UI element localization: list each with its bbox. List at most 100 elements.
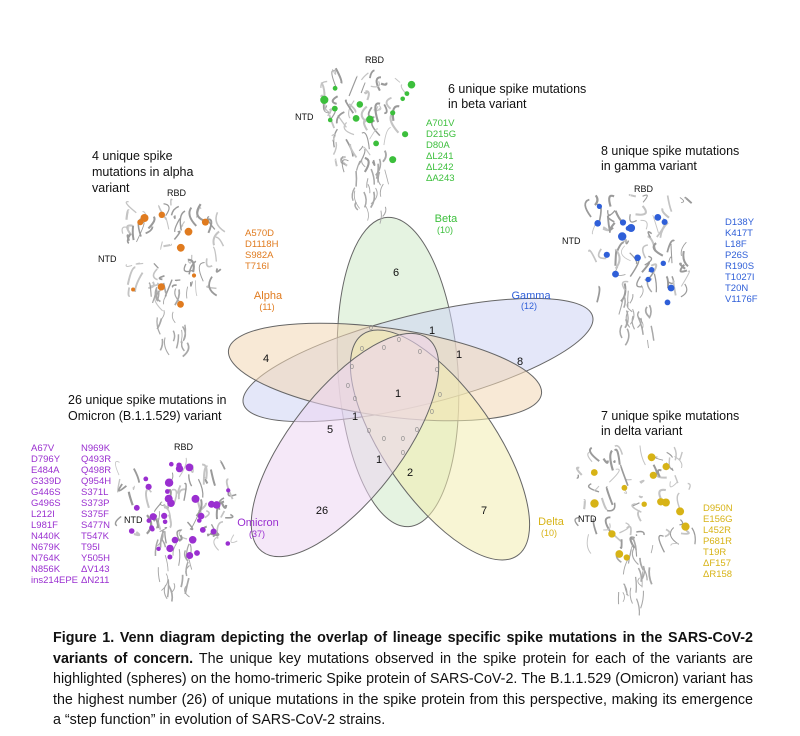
protein-ribbon <box>691 527 696 545</box>
mutation-sphere <box>625 225 631 231</box>
protein-ribbon <box>121 226 130 234</box>
protein-ribbon <box>187 258 195 273</box>
protein-ribbon <box>661 207 670 219</box>
protein-ribbon <box>117 483 127 492</box>
protein-ribbon <box>367 184 371 194</box>
mutation-sphere <box>199 527 206 533</box>
mutation-sphere <box>331 105 338 112</box>
protein-ribbon <box>583 498 586 510</box>
mutation-sphere <box>390 110 396 116</box>
mutation: A701V <box>426 118 455 129</box>
protein-ribbon <box>355 160 361 171</box>
protein-ribbon <box>679 262 686 270</box>
mutation: N969K <box>81 443 111 454</box>
protein-ribbon <box>183 550 189 562</box>
zero-count: 0 <box>382 436 386 443</box>
rbd-label-beta: RBD <box>365 55 385 65</box>
mutation-sphere <box>171 536 179 544</box>
rbd-label-omicron: RBD <box>174 442 194 452</box>
panel-title-line: 8 unique spike mutations <box>601 144 739 158</box>
mutation-sphere <box>660 260 666 266</box>
panel-title-beta: 6 unique spike mutations in beta variant <box>448 82 590 111</box>
mutation: ΔA243 <box>426 173 455 184</box>
zero-count: 0 <box>346 383 350 390</box>
protein-ribbon <box>668 256 673 263</box>
protein-ribbon <box>189 281 193 287</box>
protein-ribbon <box>155 292 161 303</box>
protein-ribbon <box>331 70 337 89</box>
mutation-sphere <box>366 115 374 124</box>
protein-ribbon <box>183 263 194 273</box>
protein-ribbon <box>160 537 167 548</box>
mutation-sphere <box>641 501 647 507</box>
mutation-sphere <box>320 95 329 104</box>
protein-ribbon <box>586 534 592 554</box>
protein-ribbon <box>389 113 400 134</box>
protein-ribbon <box>575 466 583 476</box>
mutation: T95I <box>81 542 100 553</box>
mutation: S373P <box>81 498 109 509</box>
mutation-sphere <box>167 499 175 508</box>
protein-ribbon <box>204 510 210 519</box>
protein-ribbon <box>631 547 639 566</box>
protein-ribbon <box>637 567 643 582</box>
protein-ribbon <box>626 525 632 536</box>
protein-ribbon <box>187 254 193 264</box>
unique-count-omicron: 26 <box>316 505 328 517</box>
protein-ribbon <box>614 250 618 266</box>
mutation-sphere <box>225 541 231 546</box>
protein-ribbon <box>195 280 198 297</box>
protein-ribbon <box>127 491 134 506</box>
protein-ribbon <box>687 482 691 490</box>
mutation-sphere <box>145 483 152 490</box>
protein-ribbon <box>365 205 369 221</box>
mutation-sphere <box>131 287 136 292</box>
ntd-label-omicron: NTD <box>124 515 143 525</box>
protein-ribbon <box>144 489 150 509</box>
protein-ribbon <box>382 150 387 163</box>
protein-ribbon <box>647 339 649 349</box>
protein-ribbon <box>596 285 601 303</box>
protein-ribbon <box>383 127 391 146</box>
protein-ribbon <box>145 226 154 235</box>
protein-ribbon <box>383 103 388 115</box>
protein-ribbon <box>172 330 176 342</box>
protein-ribbon <box>188 207 197 227</box>
unique-count-beta: 6 <box>393 267 399 279</box>
protein-ribbon <box>164 279 173 297</box>
mutation-list-delta: D950N E156G L452R P681R T19R ΔF157 ΔR158 <box>703 503 735 580</box>
protein-ribbon <box>641 571 644 588</box>
protein-ribbon <box>184 585 190 598</box>
mutation-sphere <box>184 227 193 236</box>
protein-ribbon <box>334 67 343 84</box>
protein-ribbon <box>133 468 141 483</box>
mutation-sphere <box>667 284 675 292</box>
protein-ribbon <box>622 558 629 575</box>
protein-ribbon <box>606 215 611 233</box>
protein-ribbon <box>225 478 234 500</box>
protein-ribbon <box>160 241 163 250</box>
protein-ribbon <box>127 287 131 297</box>
protein-ribbon <box>340 155 346 165</box>
mutation-sphere <box>191 494 200 503</box>
protein-ribbon <box>629 259 640 278</box>
caption-bold: Figure 1. Venn diagram depicting the ove… <box>53 630 753 667</box>
mutation-sphere <box>352 115 360 122</box>
protein-ribbon <box>158 275 165 281</box>
mutation: ΔL241 <box>426 151 453 162</box>
protein-ribbon <box>657 469 662 478</box>
protein-ribbon <box>366 178 369 188</box>
mutation: ΔV143 <box>81 564 110 575</box>
protein-ribbon <box>185 561 189 577</box>
mutation: D138Y <box>725 217 755 228</box>
protein-ribbon <box>180 574 184 588</box>
protein-ribbon <box>637 577 643 587</box>
protein-ribbon <box>593 485 600 492</box>
protein-ribbon <box>621 280 629 291</box>
mutation-sphere <box>149 513 157 521</box>
set-count-gamma: (12) <box>521 301 537 311</box>
protein-ribbon <box>161 309 165 319</box>
protein-ribbon <box>209 469 216 486</box>
mutation: L212I <box>31 509 55 520</box>
protein-ribbon <box>622 591 625 603</box>
